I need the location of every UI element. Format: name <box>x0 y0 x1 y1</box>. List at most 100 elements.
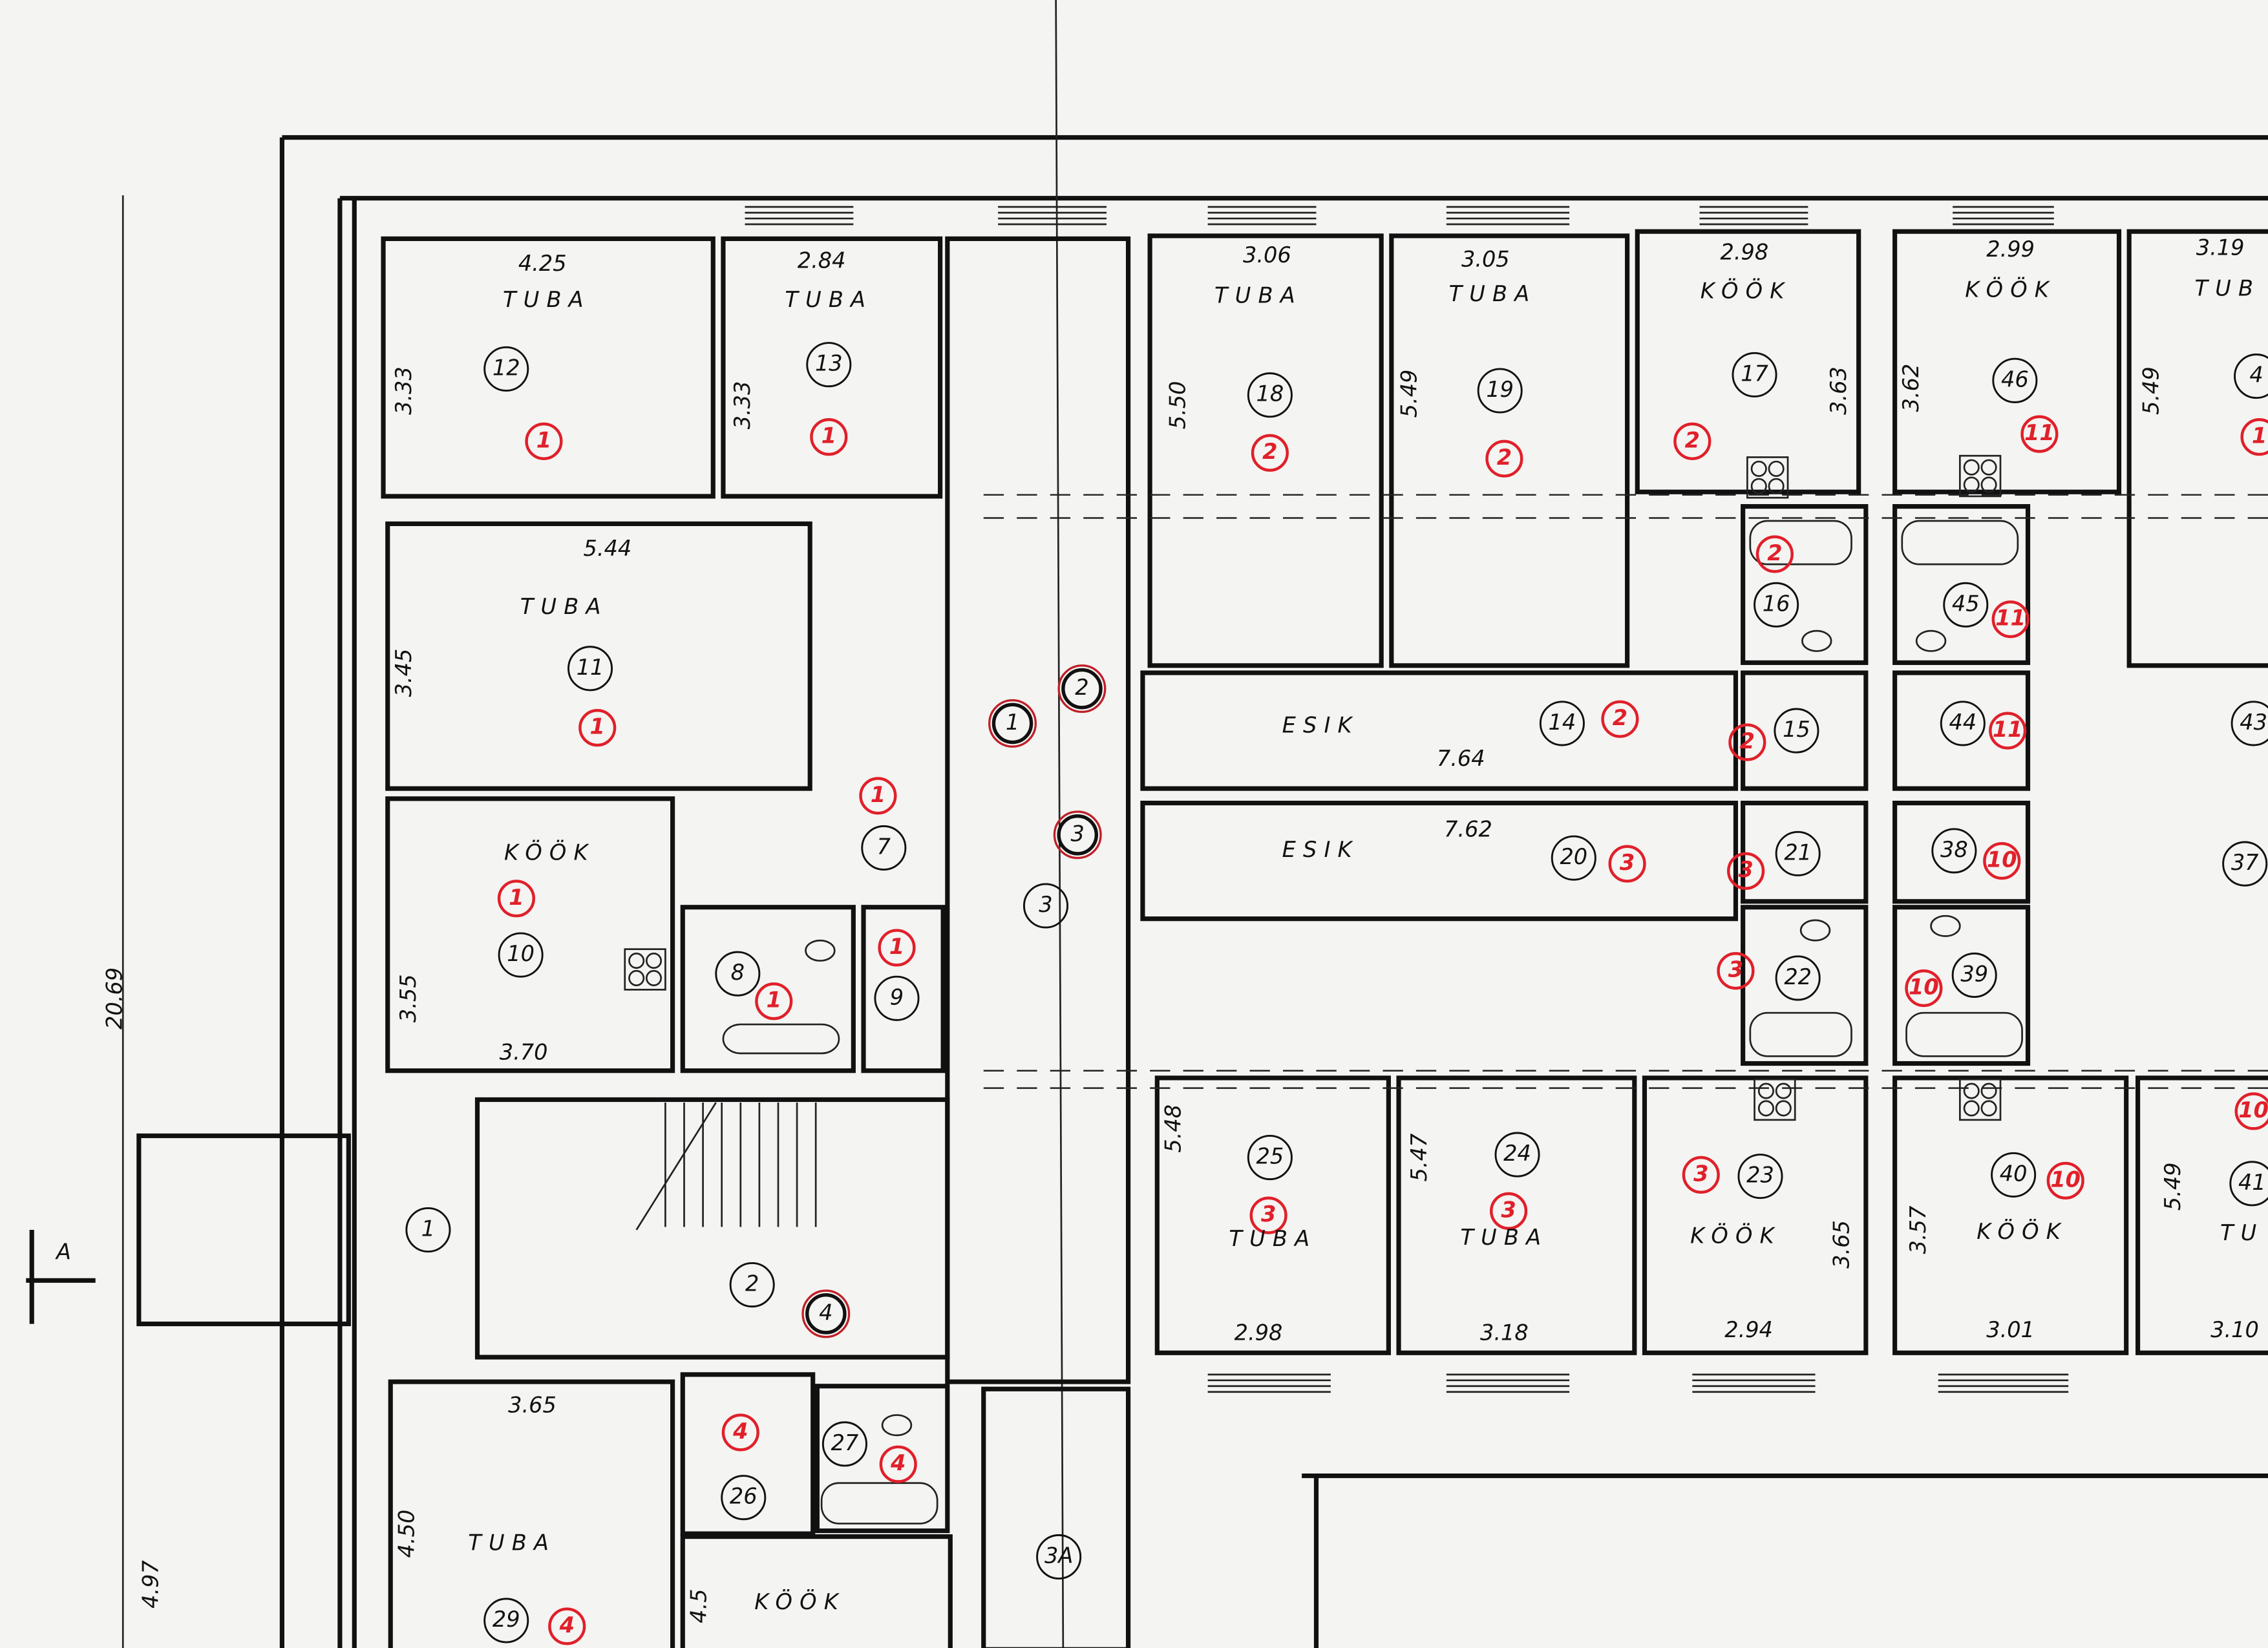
room-wall <box>1147 233 1384 668</box>
dimension-label: 3.33 <box>391 366 416 415</box>
room-number-circle <box>1943 582 1989 628</box>
dimension-label: 5.44 <box>584 536 632 561</box>
label-vdim: 5.49 <box>2138 366 2163 415</box>
room-number: 16 <box>1763 591 1790 616</box>
room-wall <box>680 1534 953 1648</box>
label-num: 3 <box>1023 883 1069 929</box>
label-num: 15 <box>1774 708 1819 754</box>
room-wall <box>2126 229 2268 668</box>
label-hall: 1 <box>988 699 1037 748</box>
label-num: 39 <box>1951 952 1997 998</box>
room-number-circle <box>483 346 529 392</box>
room-number: 24 <box>1503 1141 1531 1166</box>
hall-marker-circle <box>1061 668 1103 710</box>
label-dim: 2.98 <box>1721 239 1769 264</box>
dimension-label: 3.45 <box>391 649 416 697</box>
room-type-label: KÖÖK <box>1965 276 2056 302</box>
label-apt: 1 <box>578 709 617 747</box>
room-type-label: TUBA <box>1229 1226 1317 1251</box>
label-lbl: ESIK <box>1282 712 1352 737</box>
label-vdim: 5.49 <box>2160 1162 2185 1210</box>
apartment-number: 1 <box>821 423 836 449</box>
label-dim: 3.70 <box>500 1039 548 1064</box>
label-dim: 3.01 <box>1986 1317 2035 1342</box>
label-lbl: KÖÖK <box>754 1589 838 1614</box>
label-num: 13 <box>806 342 852 388</box>
label-num: 9 <box>874 975 920 1021</box>
label-apt: 10 <box>1905 969 1943 1008</box>
room-number-circle <box>1247 1135 1293 1181</box>
dimension-label: 3.57 <box>1905 1205 1931 1254</box>
room-type-label: ESIK <box>1282 837 1359 862</box>
room-wall <box>680 905 856 1073</box>
label-num: 41 <box>2229 1161 2268 1207</box>
bathtub-icon <box>1901 520 2019 565</box>
hall-marker-circle <box>991 703 1033 745</box>
apartment-number: 10 <box>1987 847 2017 872</box>
room-number-circle <box>2231 701 2268 746</box>
apartment-number: 3 <box>1261 1201 1276 1227</box>
apartment-marker-circle <box>1490 1192 1528 1230</box>
label-num: 3A <box>1036 1534 1082 1579</box>
label-vdim: 5.47 <box>1406 1133 1432 1181</box>
label-vdim: 3.33 <box>730 381 755 429</box>
label-apt: 4 <box>548 1607 586 1645</box>
room-number: 45 <box>1952 591 1980 616</box>
dimension-label: 3.19 <box>2196 235 2245 260</box>
label-lbl: TUBA <box>1229 1226 1317 1251</box>
label-num: 21 <box>1775 830 1821 876</box>
apartment-number: 3 <box>1738 857 1753 882</box>
room-number-circle <box>1551 835 1596 881</box>
room-number-circle <box>405 1207 451 1253</box>
stove-icon <box>624 948 666 991</box>
label-lbl: KÖÖK <box>1701 278 1785 304</box>
dimension-label: A <box>55 1239 71 1264</box>
room-number-circle <box>874 975 920 1021</box>
dimension-label: 7.62 <box>1444 817 1492 842</box>
room-number-circle <box>567 646 613 692</box>
room-wall <box>1892 1075 2129 1355</box>
apartment-marker-circle <box>1608 845 1646 883</box>
label-lbl: TUBA <box>1214 282 1295 308</box>
apartment-marker-circle <box>578 709 617 747</box>
label-lbl: TU <box>2220 1220 2256 1245</box>
bathtub-icon <box>722 1023 840 1055</box>
label-apt: 11 <box>1989 712 2027 750</box>
room-number: 22 <box>1784 964 1812 989</box>
apartment-marker-circle <box>1983 841 2021 880</box>
room-number: 2 <box>745 1271 759 1296</box>
label-apt: 2 <box>1728 723 1766 761</box>
room-number-circle <box>1494 1132 1540 1178</box>
room-number: 21 <box>1784 840 1812 865</box>
dimension-label: 4.50 <box>394 1510 419 1558</box>
dimension-label: 3.55 <box>396 974 421 1022</box>
label-num: 25 <box>1247 1135 1293 1181</box>
apartment-number: 10 <box>2050 1167 2081 1192</box>
room-number: 10 <box>507 941 535 966</box>
walls <box>136 0 2268 1648</box>
room-number: 8 <box>731 960 745 985</box>
room-number: 17 <box>1741 361 1768 386</box>
label-apt: 3 <box>1727 852 1765 890</box>
dimension-label: 2.84 <box>798 248 846 273</box>
bathtub-icon <box>820 1482 938 1525</box>
room-number-circle <box>498 932 544 978</box>
label-dim: 4.25 <box>518 251 567 276</box>
dimension-label: 3.63 <box>1826 366 1851 415</box>
apartment-number: 4 <box>559 1612 575 1638</box>
label-vdim: 5.50 <box>1165 381 1190 429</box>
room-number-circle <box>1775 830 1821 876</box>
fixtures <box>624 454 2023 1525</box>
label-num: 17 <box>1732 352 1777 397</box>
label-apt: 1 <box>2240 418 2268 456</box>
label-num: 4 <box>2234 354 2268 399</box>
room-type-label: TUBA <box>468 1530 556 1555</box>
room-number: 1 <box>421 1216 435 1241</box>
dimension-label: 4.25 <box>518 251 567 276</box>
apartment-number: 2 <box>1740 728 1755 754</box>
hall-marker-circle <box>988 699 1037 748</box>
dimension-label: 5.48 <box>1161 1104 1186 1153</box>
label-apt: 11 <box>1991 600 2030 639</box>
label-num: 23 <box>1737 1154 1783 1199</box>
labels: 4.25TUBA1213.332.84TUBA1313.335.44TUBA11… <box>26 195 2268 1648</box>
